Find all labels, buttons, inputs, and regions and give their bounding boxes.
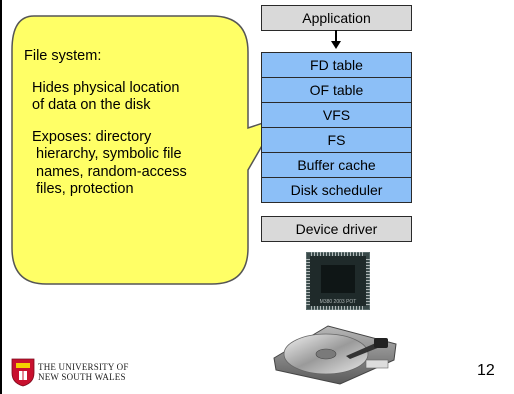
layer-buffer-cache: Buffer cache xyxy=(261,152,412,178)
bubble-point1-line2: of data on the disk xyxy=(32,97,151,113)
bubble-point2-line4: files, protection xyxy=(36,181,134,197)
bubble-point2-line2: hierarchy, symbolic file xyxy=(36,146,182,162)
controller-chip-image: M380 2003 POT xyxy=(306,252,370,310)
slide-left-border xyxy=(0,0,2,394)
university-name: THE UNIVERSITY OF NEW SOUTH WALES xyxy=(38,362,129,382)
bubble-title: File system: xyxy=(24,48,102,64)
layer-vfs: VFS xyxy=(261,102,412,128)
chip-marking: M380 2003 POT xyxy=(319,299,357,305)
layer-fd-table: FD table xyxy=(261,52,412,78)
bubble-point2-line1: Exposes: directory xyxy=(32,128,152,145)
layer-application: Application xyxy=(261,5,412,31)
down-arrow-icon xyxy=(331,30,341,49)
bubble-point2-line3: names, random-access xyxy=(36,163,187,180)
slide-page-number: 12 xyxy=(477,362,495,379)
university-name-line2: NEW SOUTH WALES xyxy=(38,372,126,382)
bubble-text: File system: Hides physical location of … xyxy=(24,48,239,199)
layer-device-driver: Device driver xyxy=(261,216,412,242)
layer-of-table: OF table xyxy=(261,77,412,103)
layer-fs: FS xyxy=(261,127,412,153)
layer-disk-scheduler: Disk scheduler xyxy=(261,177,412,203)
bubble-point1-line1: Hides physical location xyxy=(32,79,180,96)
hard-disk-image xyxy=(273,325,397,385)
unsw-crest-logo xyxy=(11,358,35,387)
speech-bubble xyxy=(11,15,280,285)
university-name-line1: THE UNIVERSITY OF xyxy=(38,362,129,372)
